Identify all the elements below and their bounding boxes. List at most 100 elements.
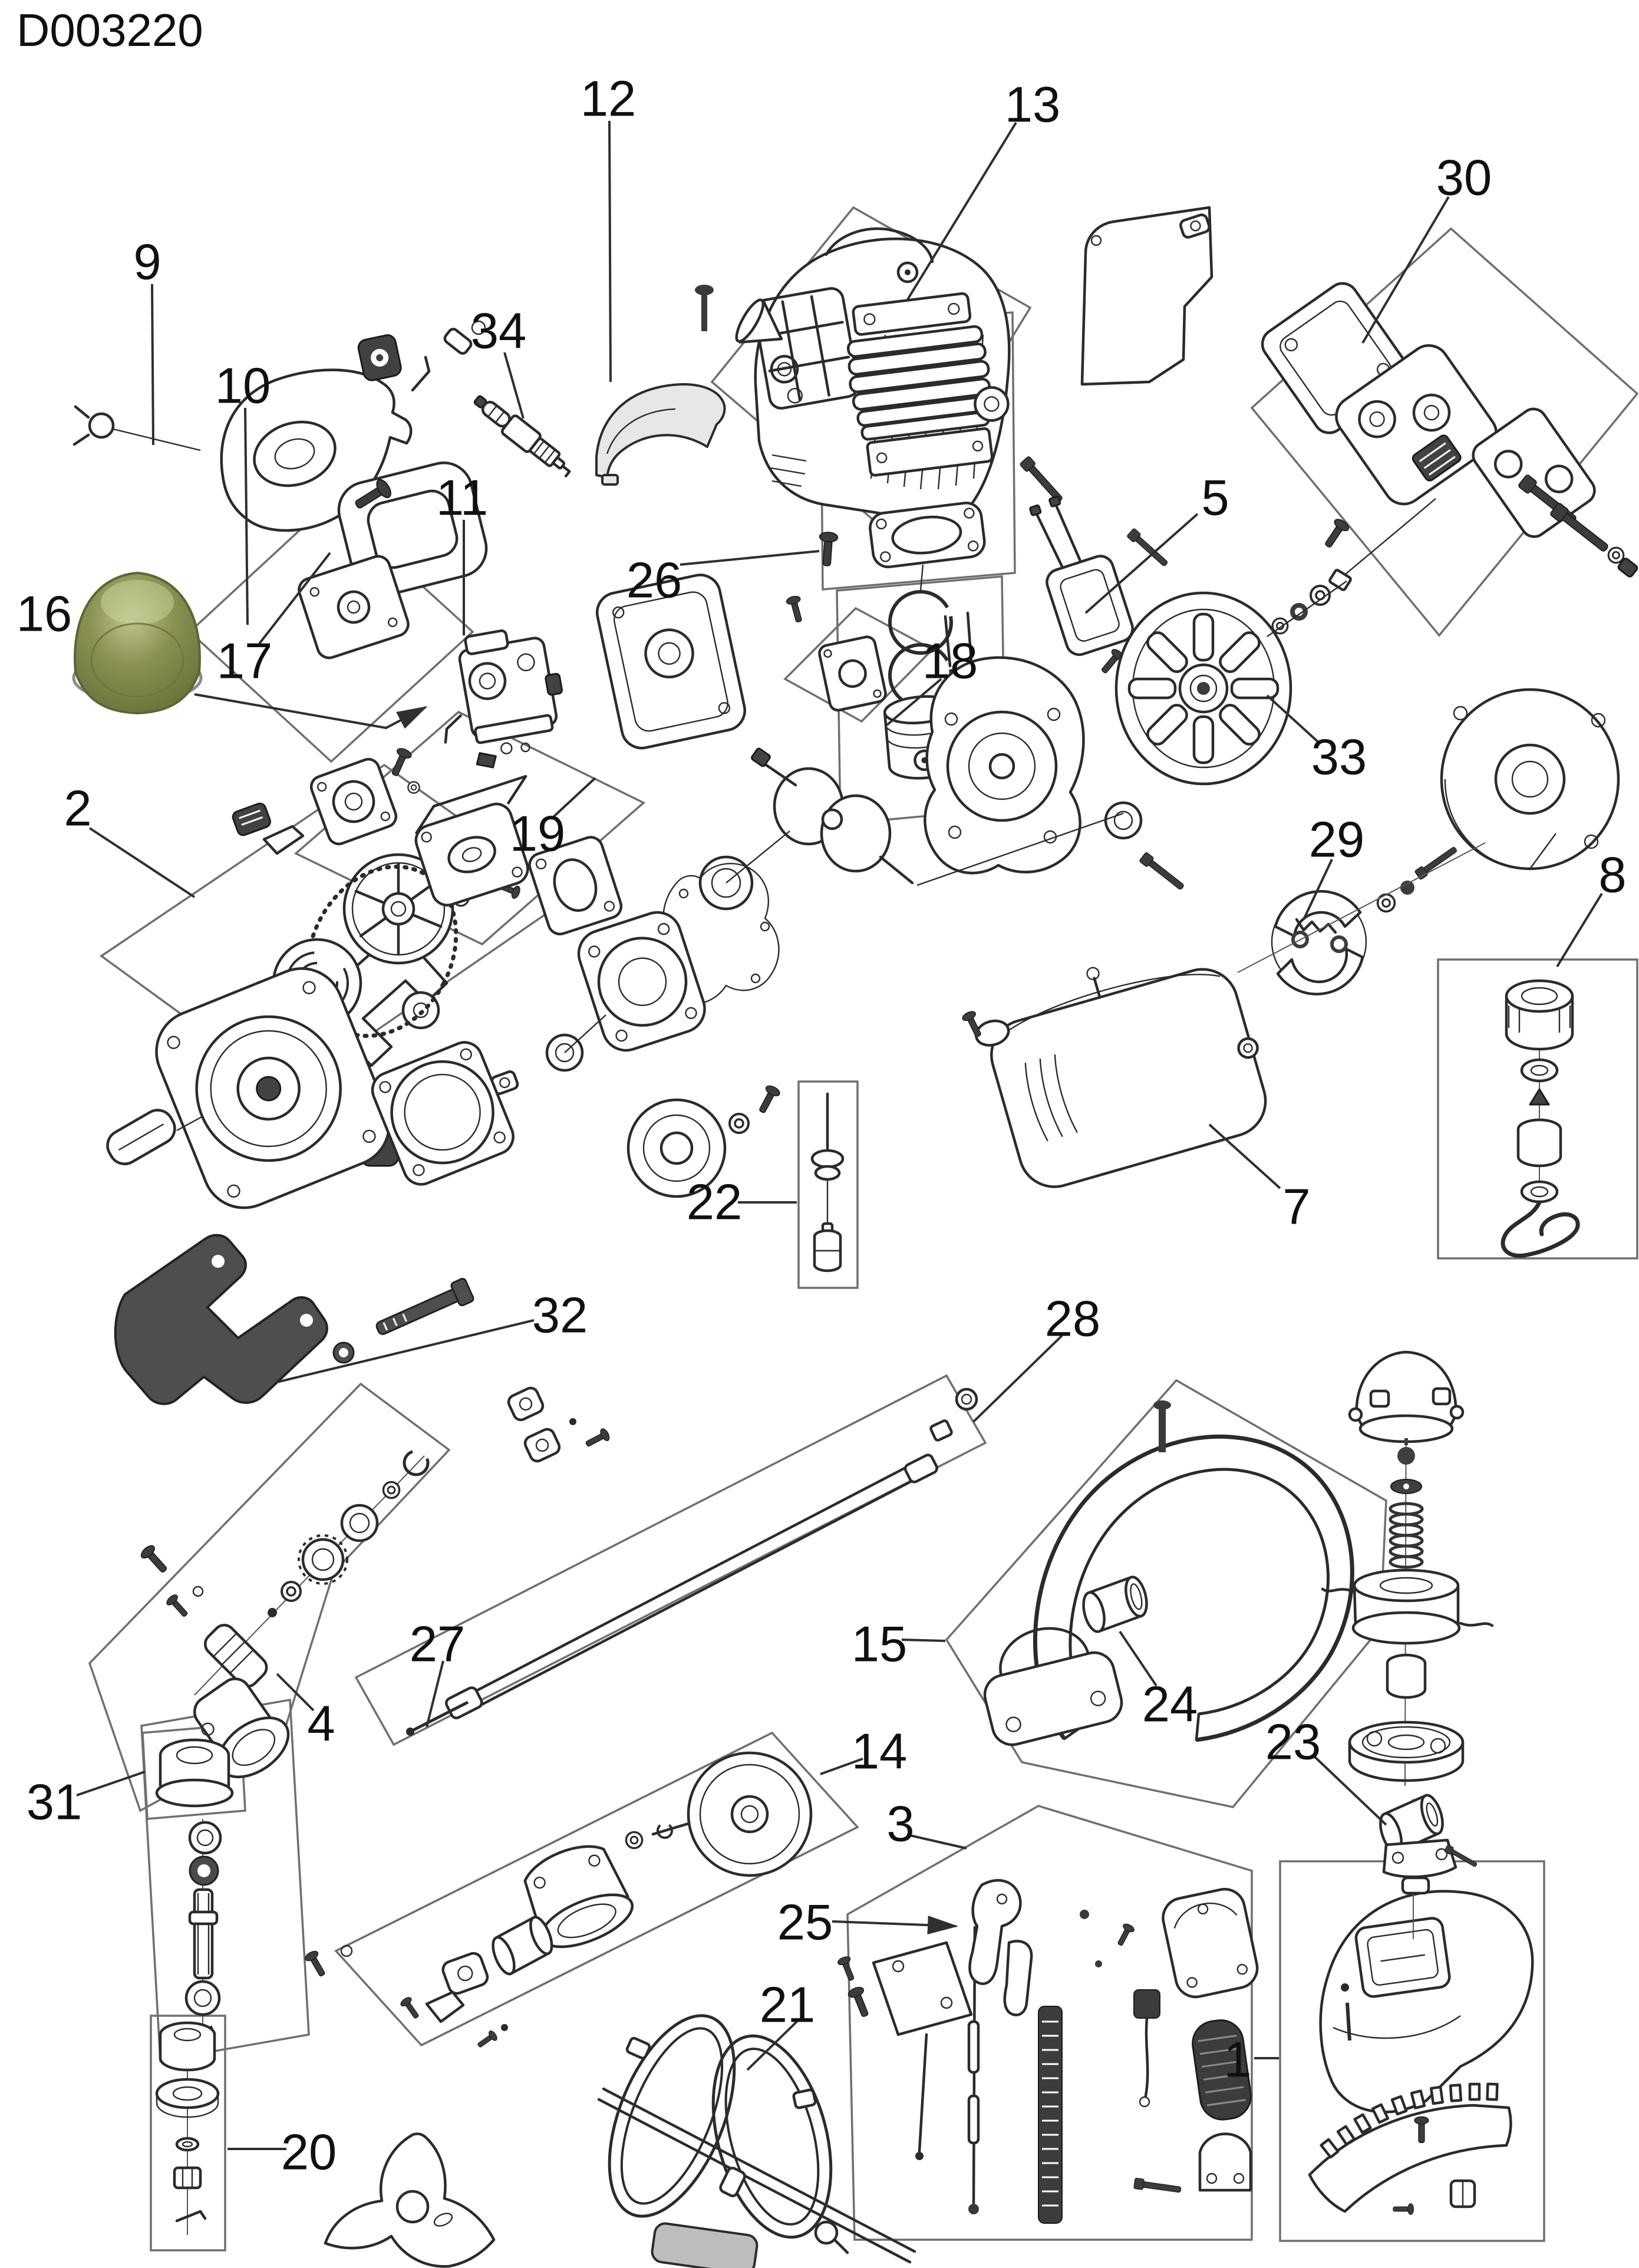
panel-throttle [846,1805,1253,2241]
leader-5 [1084,513,1199,614]
leader-8 [1556,892,1603,968]
guard-group [1308,1799,1534,2215]
leader-4 [276,1673,315,1712]
trimmer-head-group [1321,1350,1494,1786]
callout-28: 28 [1045,1291,1101,1347]
gear-head-group [138,1449,430,1779]
fuel-tank-group [961,967,1267,1188]
primer-bulb [72,571,203,715]
leader-18 [886,678,942,726]
callout-7: 7 [1282,1179,1310,1235]
panel-fuel-cap [1437,958,1638,1260]
spark-plug-group [473,395,571,478]
cylinder-group [785,292,1010,780]
leader-29 [1302,859,1333,920]
leader-9 [151,284,154,446]
leader-7 [1208,1123,1281,1189]
leader-25 [832,1916,958,1935]
callout-4: 4 [307,1696,335,1752]
clutch-drum-group [303,1751,813,2051]
callout-11: 11 [436,470,488,526]
loop-handle-group [983,1400,1354,1746]
leader-14 [820,1758,863,1775]
callout-33: 33 [1311,730,1367,786]
harness-group [597,2014,916,2268]
fuel-cap-group [1501,979,1580,1258]
intake-group [309,746,623,935]
leader-2 [88,827,196,898]
callout-29: 29 [1309,812,1365,868]
callout-17: 17 [217,634,273,690]
muffler-group [1080,206,1638,581]
ignition-coil-group [1029,496,1170,677]
panel-air-filter-plate [188,500,474,763]
callout-14: 14 [852,1724,908,1780]
leader-27 [426,1660,444,1728]
shaft-clamp-group [1379,1794,1479,1895]
leader-31 [76,1771,146,1796]
leader-3 [909,1834,967,1850]
leader-19 [553,777,596,817]
callout-24: 24 [1142,1677,1198,1733]
leader-32 [276,1319,535,1383]
leader-33 [1266,694,1321,745]
panel-muffler [1250,227,1639,637]
callout-2: 2 [64,781,91,837]
callout-34: 34 [471,304,527,360]
air-filter-plate-group [298,476,887,750]
clutch-group [1237,688,1620,995]
blade-group [324,2132,496,2268]
callout-27: 27 [410,1617,466,1673]
leader-16 [194,693,428,730]
fuel-filter-group [810,1092,845,1273]
leader-10 [244,407,249,625]
leader-13 [906,121,1017,301]
leader-34 [503,352,525,419]
leader-17 [258,552,331,645]
callout-3: 3 [886,1796,914,1852]
leader-15 [901,1639,946,1642]
artwork [72,206,1639,2268]
callout-9: 9 [133,235,161,291]
callout-23: 23 [1265,1715,1321,1771]
leader-12 [608,120,612,383]
switch-group [357,320,486,392]
leader-30 [1361,196,1450,344]
blade-adapter-group [155,1738,234,2045]
leader-28 [972,1334,1063,1423]
panel-fuel-filter [797,1080,859,1289]
callout-12: 12 [581,71,637,127]
panel-clutch-drum [334,1731,859,2047]
leader-23 [1313,1755,1387,1826]
callout-5: 5 [1201,470,1229,526]
leader-26 [680,550,820,566]
callout-25: 25 [777,1895,833,1951]
document-code: D003220 [17,4,203,56]
intake-funnel-group [735,298,803,404]
callout-13: 13 [1005,77,1061,133]
throttle-group [836,1879,1259,2224]
callout-1: 1 [1224,2032,1251,2088]
callout-31: 31 [27,1775,83,1831]
handle-sleeve [1082,1575,1148,1633]
shaft-tube-group [406,1386,978,1736]
callout-18: 18 [922,634,978,690]
blade-fixing-group [155,2021,220,2235]
callout-16: 16 [17,586,72,642]
hanger-bracket-group [114,1234,474,1405]
callout-32: 32 [532,1288,588,1344]
callout-19: 19 [510,806,566,862]
leader-21 [746,2020,798,2071]
flywheel-group [1104,569,1352,893]
callout-20: 20 [281,2125,337,2181]
callout-15: 15 [852,1617,908,1673]
callout-8: 8 [1598,848,1626,904]
recoil-starter-group [106,802,522,1209]
callout-21: 21 [760,1977,816,2033]
carburetor-group [444,629,563,769]
cover-12-group [595,285,726,486]
panel-blade-fixing [150,2015,226,2251]
